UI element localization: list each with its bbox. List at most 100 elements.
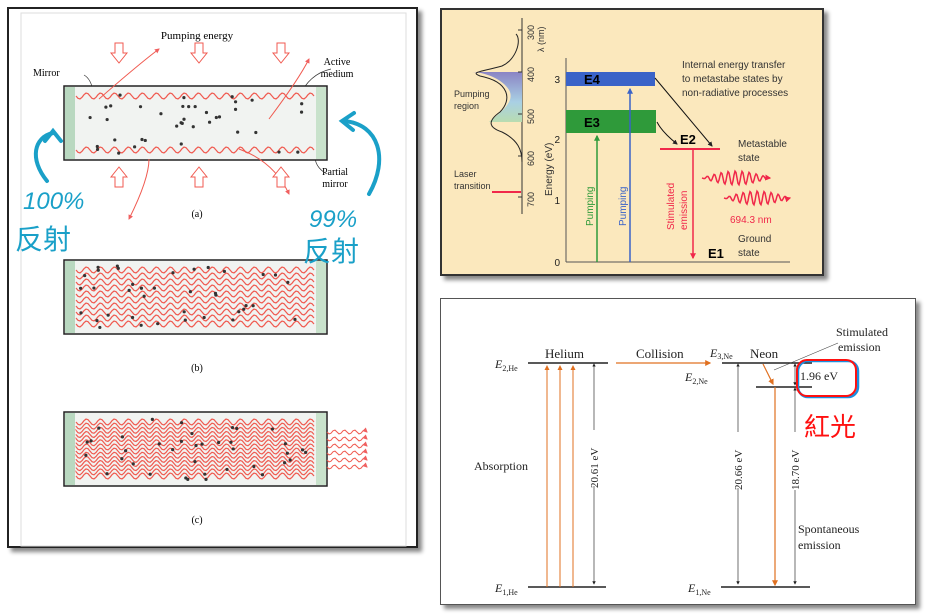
e1-he-label: E1,He <box>494 581 518 597</box>
light-wave <box>75 422 315 430</box>
atom-dot <box>250 98 254 102</box>
light-wave <box>75 439 315 447</box>
atom-dot <box>182 95 186 100</box>
atom-dot <box>300 448 305 452</box>
reflect-arrow-right <box>342 119 382 196</box>
wl-tick-700: 700 <box>518 192 536 207</box>
atom-dot <box>242 307 246 311</box>
atom-dot <box>120 435 125 439</box>
pump-arrow-icon <box>271 42 291 64</box>
atom-dot <box>193 459 197 464</box>
atom-dot <box>231 447 235 451</box>
transfer-arrow-e4 <box>654 77 713 147</box>
svg-text:300: 300 <box>526 25 536 40</box>
energy-tick-2: 2 <box>554 135 560 146</box>
atom-dot <box>288 458 292 462</box>
light-wave <box>75 447 315 455</box>
atom-dot <box>299 110 304 114</box>
pumping-energy-label: Pumping energy <box>161 30 234 42</box>
atom-dot <box>98 325 102 330</box>
atom-dot <box>124 449 128 453</box>
atom-dot <box>214 293 218 297</box>
atom-dot <box>148 472 152 476</box>
e2-he-label: E2,He <box>494 357 518 373</box>
e3-ne-label: E3,Ne <box>709 346 733 361</box>
atom-dot <box>150 417 154 421</box>
transfer-arrow-e3 <box>656 121 678 145</box>
atom-dot <box>293 317 297 321</box>
pump-arrow-icon <box>109 42 129 64</box>
atom-dot <box>95 319 99 323</box>
light-wave <box>75 308 315 316</box>
atom-dot <box>105 117 109 122</box>
output-beam <box>326 455 368 463</box>
atom-dot <box>193 104 197 109</box>
light-wave <box>75 296 315 304</box>
highlight-circle-red <box>796 359 857 397</box>
atom-dot <box>175 124 179 128</box>
atom-dot <box>300 102 304 106</box>
atom-dot <box>235 426 239 431</box>
light-wave <box>75 272 315 280</box>
atom-dot <box>233 107 238 112</box>
svg-text:500: 500 <box>526 109 536 124</box>
atom-dot <box>118 93 122 97</box>
wavelength-label: 694.3 nm <box>730 215 772 226</box>
mirror-full <box>65 261 75 333</box>
atom-dot <box>130 315 135 320</box>
atom-dot <box>181 104 185 109</box>
atom-dot <box>96 265 100 269</box>
absorption-spectrum-curve <box>475 33 523 163</box>
atom-dot <box>190 431 194 436</box>
light-wave <box>75 459 315 468</box>
atom-dot <box>138 105 143 109</box>
atom-dot <box>204 110 209 115</box>
atom-dot <box>139 286 144 290</box>
atom-dot <box>231 318 235 322</box>
atom-dot <box>159 112 163 116</box>
atom-dot <box>214 115 218 120</box>
atom-dot <box>117 151 121 155</box>
light-wave <box>75 430 315 439</box>
atom-dot <box>188 290 192 294</box>
e1-ne-label: E1,Ne <box>687 581 711 597</box>
photon-ray <box>128 158 150 220</box>
svg-text:400: 400 <box>526 67 536 82</box>
energy-tick-3: 3 <box>554 75 560 86</box>
mirror-partial <box>316 87 326 159</box>
e2-ne-label: E2,Ne <box>684 370 708 386</box>
atom-dot <box>109 104 113 108</box>
light-wave <box>75 472 315 480</box>
pumping-region-fill <box>472 72 522 122</box>
pump-arrow-icon <box>271 166 291 188</box>
photon-ray <box>268 58 310 120</box>
energy-tick-0: 0 <box>554 258 560 269</box>
atom-dot <box>254 130 258 135</box>
photon-energy-label: 1.96 eV <box>800 369 838 383</box>
atom-dot <box>92 286 96 290</box>
output-beam <box>326 441 368 449</box>
atom-dot <box>106 313 110 317</box>
wl-tick-300: 300 <box>518 25 536 40</box>
atom-dot <box>200 442 204 446</box>
photon-wave-2 <box>723 189 792 207</box>
mirror-full <box>65 413 75 485</box>
mirror-partial <box>316 413 326 485</box>
atom-dot <box>286 280 290 284</box>
atom-dot <box>233 100 238 104</box>
atom-dot <box>95 144 99 149</box>
pumping-label-green: Pumping <box>585 187 596 226</box>
atom-dot <box>133 145 137 149</box>
atom-dot <box>194 443 198 448</box>
level-e4-band <box>566 72 655 86</box>
atom-dot <box>120 457 124 461</box>
light-wave <box>75 290 315 298</box>
atom-dot <box>152 286 157 290</box>
light-wave <box>75 426 315 434</box>
light-wave <box>75 451 315 459</box>
